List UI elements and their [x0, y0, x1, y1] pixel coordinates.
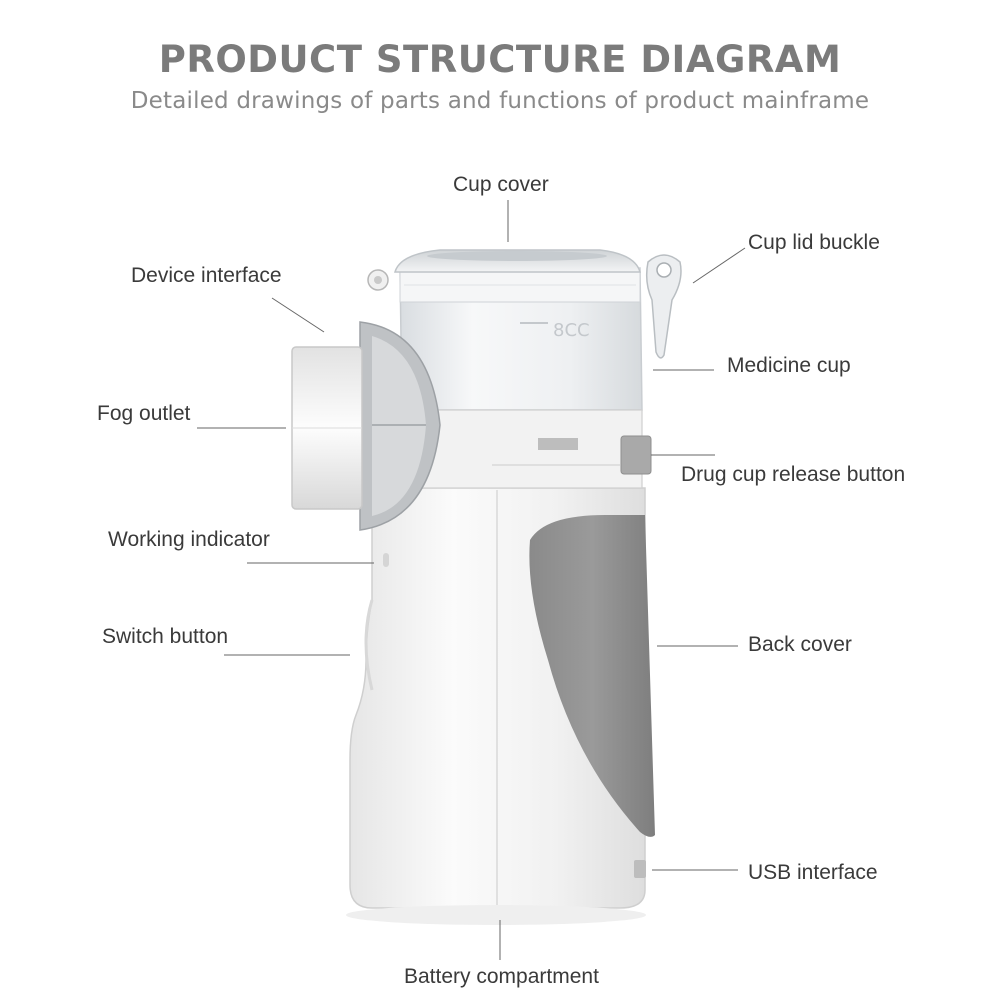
label-switch-button: Switch button: [102, 625, 229, 648]
label-fog-outlet: Fog outlet: [97, 402, 191, 425]
label-device-interface: Device interface: [131, 264, 282, 287]
cup-lid-buckle-shape: [645, 254, 682, 359]
leader-lines: [197, 200, 746, 960]
label-usb-interface: USB interface: [748, 861, 878, 884]
device-interface-clip: [367, 269, 389, 291]
label-working-indicator: Working indicator: [108, 528, 270, 551]
label-drug-cup-release-button: Drug cup release button: [681, 463, 906, 486]
page-title: PRODUCT STRUCTURE DIAGRAM: [158, 38, 842, 81]
label-cup-cover: Cup cover: [453, 173, 549, 196]
label-medicine-cup: Medicine cup: [727, 354, 851, 377]
label-cup-lid-buckle: Cup lid buckle: [748, 231, 880, 254]
medicine-cup: 8CC: [399, 267, 643, 489]
cup-volume-marking: 8CC: [553, 320, 590, 341]
page-subtitle: Detailed drawings of parts and functions…: [130, 88, 870, 114]
label-back-cover: Back cover: [748, 633, 852, 656]
working-indicator-light: [383, 553, 389, 567]
usb-port: [634, 860, 646, 878]
back-cover-panel: [529, 515, 655, 837]
fog-outlet-shape: [291, 321, 441, 531]
label-battery-compartment: Battery compartment: [404, 965, 599, 988]
drug-cup-release-button-shape: [620, 435, 652, 475]
switch-button-shape: [364, 599, 374, 691]
